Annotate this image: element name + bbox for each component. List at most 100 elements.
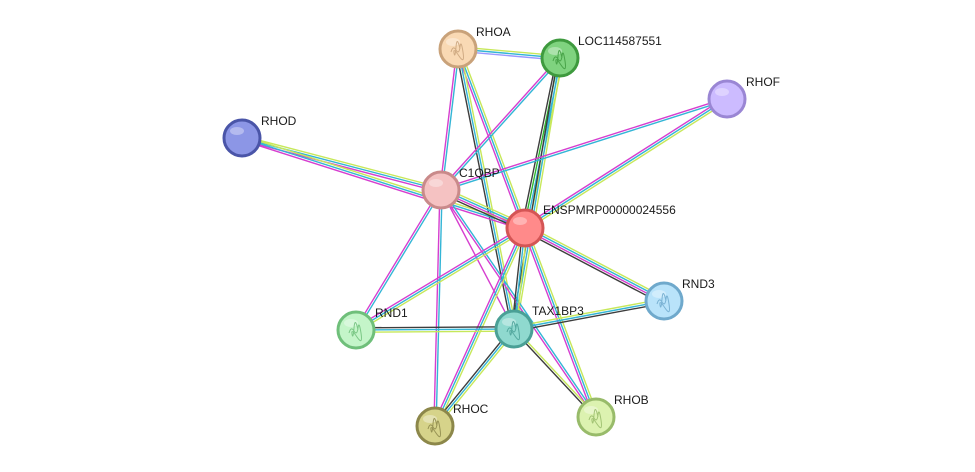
edge-evidence-experimental <box>523 96 727 227</box>
edge-evidence-coexpression <box>455 49 513 330</box>
node-highlight <box>429 179 443 187</box>
edge-RHOF-ENSPMRP00000024556[interactable] <box>523 96 729 231</box>
node-highlight <box>715 88 729 96</box>
node-highlight <box>230 127 244 135</box>
edge-evidence-textmining <box>436 329 517 428</box>
edge-evidence-database <box>355 328 515 331</box>
edge-evidence-database <box>441 58 562 192</box>
protein-structure-icon <box>552 50 566 70</box>
node-c1qbp[interactable]: C1QBP <box>421 166 500 210</box>
edge-C1QBP-RHOC[interactable] <box>433 189 443 427</box>
edge-evidence-textmining <box>459 48 517 329</box>
edge-evidence-database <box>435 190 443 427</box>
edge-RHOD-C1QBP[interactable] <box>241 135 442 193</box>
node-rhof[interactable]: RHOF <box>707 75 780 119</box>
edge-evidence-experimental <box>439 48 458 190</box>
node-circle[interactable] <box>336 310 376 350</box>
edge-TAX1BP3-RHOC[interactable] <box>432 327 517 428</box>
edge-RHOA-C1QBP[interactable] <box>439 48 460 191</box>
edge-evidence-database <box>241 137 526 229</box>
protein-structure-icon <box>656 293 670 313</box>
edge-ENSPMRP00000024556-RND3[interactable] <box>523 224 666 305</box>
node-rhod[interactable]: RHOD <box>222 114 297 158</box>
node-label: RHOC <box>453 402 489 416</box>
edge-LOC114587551-C1QBP[interactable] <box>439 56 562 192</box>
edge-evidence-coexpression <box>523 230 663 305</box>
node-rnd3[interactable]: RND3 <box>644 277 715 321</box>
edge-TAX1BP3-RND1[interactable] <box>355 326 515 333</box>
node-circle[interactable] <box>505 208 545 248</box>
edge-C1QBP-RND1[interactable] <box>354 189 443 331</box>
node-label: TAX1BP3 <box>532 304 584 318</box>
edge-evidence-experimental <box>241 139 525 231</box>
node-circle[interactable] <box>494 309 534 349</box>
edge-RHOF-C1QBP[interactable] <box>440 97 728 192</box>
node-circle[interactable] <box>707 79 747 119</box>
edge-evidence-experimental <box>432 226 524 426</box>
node-label: RHOF <box>746 75 780 89</box>
protein-structure-icon <box>348 322 362 342</box>
edge-evidence-experimental <box>354 189 441 330</box>
edge-TAX1BP3-RHOB[interactable] <box>512 327 598 419</box>
edge-evidence-database <box>524 98 728 229</box>
edge-evidence-coexpression <box>355 326 514 329</box>
edge-evidence-coexpression <box>514 302 665 332</box>
node-tax1bp3[interactable]: TAX1BP3 <box>494 304 584 349</box>
edge-evidence-coexpression <box>432 327 513 426</box>
node-circle[interactable] <box>644 281 684 321</box>
edge-evidence-database <box>513 300 665 330</box>
node-loc114587551[interactable]: LOC114587551 <box>540 34 662 78</box>
edge-evidence-textmining <box>514 327 598 417</box>
edge-RHOA-TAX1BP3[interactable] <box>455 48 517 330</box>
edge-evidence-textmining <box>356 330 515 333</box>
edge-evidence-textmining <box>436 228 528 428</box>
node-label: ENSPMRP00000024556 <box>543 203 676 217</box>
protein-structure-icon <box>427 418 441 438</box>
node-rhob[interactable]: RHOB <box>576 393 649 437</box>
edge-evidence-experimental <box>354 225 525 329</box>
node-circle[interactable] <box>222 118 262 158</box>
edge-evidence-textmining <box>513 298 664 328</box>
edge-evidence-experimental <box>439 56 560 190</box>
node-highlight <box>513 217 527 225</box>
node-circle[interactable] <box>415 406 455 446</box>
edge-TAX1BP3-RND3[interactable] <box>513 298 665 332</box>
edge-evidence-database <box>355 227 526 331</box>
edge-ENSPMRP00000024556-RND1[interactable] <box>354 225 527 333</box>
edge-evidence-textmining <box>459 47 528 228</box>
edge-evidence-textmining <box>242 135 442 189</box>
edge-evidence-textmining <box>526 224 666 299</box>
node-rhoa[interactable]: RHOA <box>438 25 511 69</box>
protein-structure-icon <box>450 41 464 61</box>
edge-evidence-database <box>441 99 728 192</box>
edge-evidence-coexpression <box>512 329 596 419</box>
edge-evidence-database <box>441 49 460 191</box>
node-circle[interactable] <box>438 29 478 69</box>
edge-evidence-experimental <box>433 189 441 426</box>
edge-RHOA-ENSPMRP00000024556[interactable] <box>455 47 528 230</box>
edge-evidence-experimental <box>455 49 524 230</box>
edge-evidence-database <box>356 190 443 331</box>
edge-evidence-textmining <box>525 100 729 231</box>
edge-evidence-database <box>525 226 665 301</box>
node-label: RND1 <box>375 306 408 320</box>
node-rnd1[interactable]: RND1 <box>336 306 408 350</box>
node-circle[interactable] <box>576 397 616 437</box>
node-label: RHOA <box>476 25 511 39</box>
edges-layer <box>241 46 729 428</box>
node-circle[interactable] <box>540 38 580 78</box>
node-label: C1QBP <box>459 166 500 180</box>
edge-evidence-database <box>434 328 515 427</box>
edge-evidence-database <box>457 48 526 229</box>
node-circle[interactable] <box>421 170 461 210</box>
node-label: RND3 <box>682 277 715 291</box>
node-label: RHOD <box>261 114 297 128</box>
protein-structure-icon <box>506 321 520 341</box>
node-rhoc[interactable]: RHOC <box>415 402 489 446</box>
node-label: LOC114587551 <box>578 34 662 48</box>
edge-evidence-experimental <box>440 97 727 190</box>
edge-evidence-experimental <box>439 190 596 419</box>
node-enspmrp00000024556[interactable]: ENSPMRP00000024556 <box>505 203 676 248</box>
